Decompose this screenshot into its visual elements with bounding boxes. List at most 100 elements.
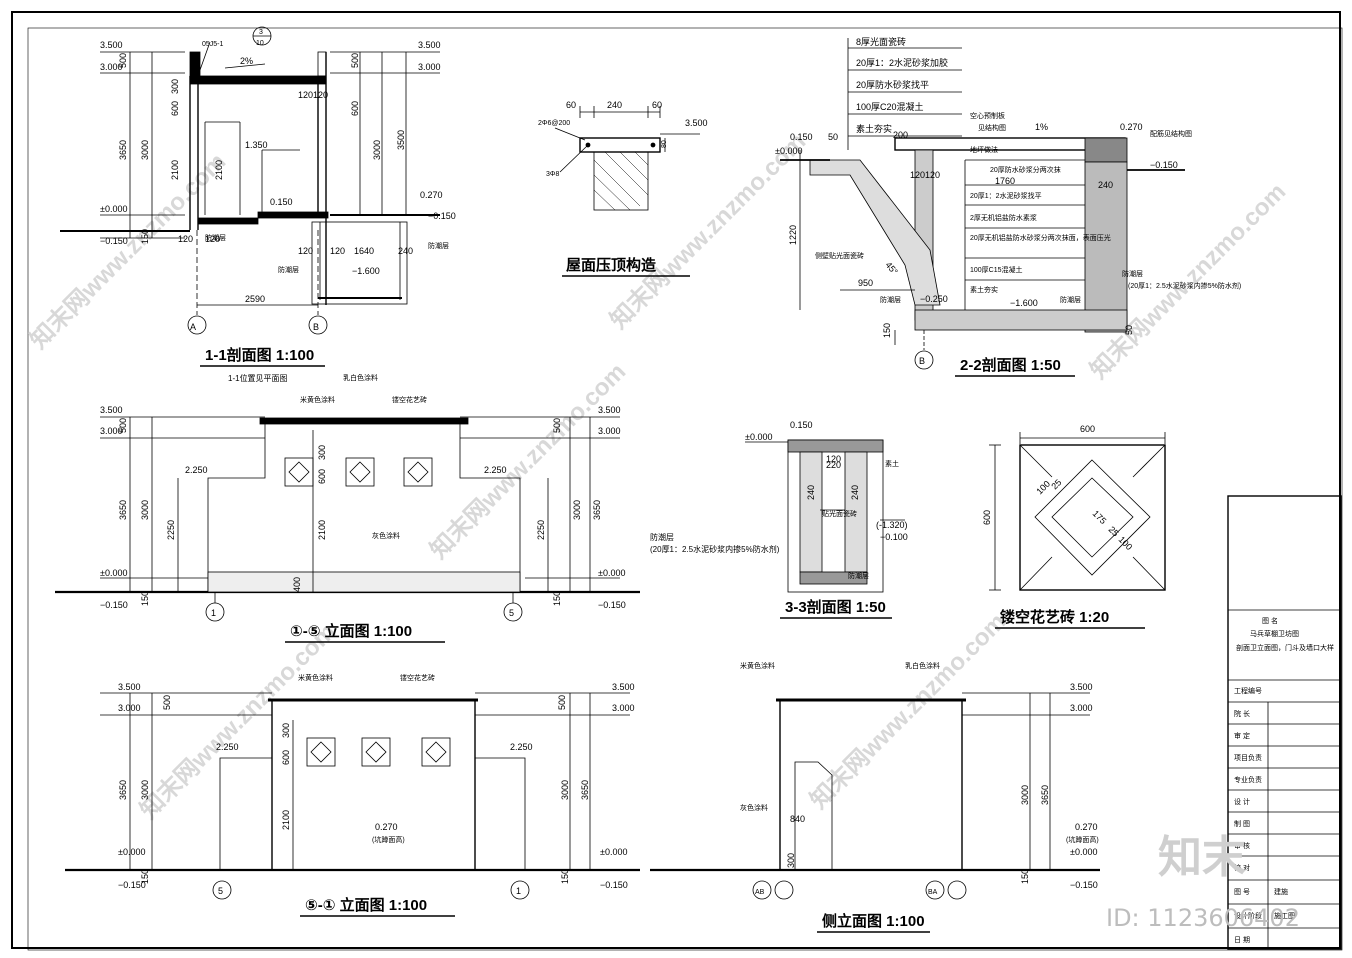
svg-text:500: 500 bbox=[162, 695, 172, 710]
svg-text:−0.150: −0.150 bbox=[100, 236, 128, 246]
svg-text:±0.000: ±0.000 bbox=[118, 847, 145, 857]
svg-text:150: 150 bbox=[552, 591, 562, 606]
svg-text:600: 600 bbox=[1080, 424, 1095, 434]
svg-text:工程编号: 工程编号 bbox=[1234, 686, 1262, 695]
svg-text:120120: 120120 bbox=[910, 170, 940, 180]
svg-text:3.000: 3.000 bbox=[100, 62, 123, 72]
elevation-1-5-labels: 3.500 3.000 2.250 ±0.000 −0.150 3.500 3.… bbox=[100, 373, 626, 643]
svg-text:50: 50 bbox=[1124, 325, 1134, 335]
svg-text:防潮层: 防潮层 bbox=[205, 233, 226, 242]
svg-text:AB: AB bbox=[755, 889, 765, 896]
svg-text:8厚光面瓷砖: 8厚光面瓷砖 bbox=[856, 36, 906, 47]
sec11-subtitle: 1-1位置见平面图 bbox=[228, 373, 288, 383]
side-elevation bbox=[650, 692, 1100, 900]
svg-text:3000: 3000 bbox=[140, 140, 150, 160]
svg-text:240: 240 bbox=[398, 246, 413, 256]
svg-text:3650: 3650 bbox=[118, 780, 128, 800]
svg-text:防潮层: 防潮层 bbox=[650, 532, 674, 542]
brick-detail bbox=[989, 432, 1166, 591]
svg-text:240: 240 bbox=[806, 485, 816, 500]
svg-text:米黄色涂料: 米黄色涂料 bbox=[740, 661, 775, 670]
svg-text:建施: 建施 bbox=[1274, 887, 1288, 896]
brick-window-row-1 bbox=[284, 457, 433, 487]
svg-text:120: 120 bbox=[205, 234, 220, 244]
svg-text:3650: 3650 bbox=[580, 780, 590, 800]
svg-text:地坪做法: 地坪做法 bbox=[970, 145, 998, 154]
svg-text:80: 80 bbox=[661, 140, 668, 148]
svg-text:2250: 2250 bbox=[536, 520, 546, 540]
svg-text:5: 5 bbox=[218, 886, 223, 896]
roof-title: 屋面压顶构造 bbox=[566, 256, 656, 274]
svg-text:2.250: 2.250 bbox=[510, 742, 533, 752]
svg-text:素土夯实: 素土夯实 bbox=[970, 285, 998, 294]
svg-text:防潮层: 防潮层 bbox=[1122, 269, 1143, 278]
svg-text:BA: BA bbox=[928, 889, 938, 896]
svg-text:2100: 2100 bbox=[214, 160, 224, 180]
svg-text:项目负责: 项目负责 bbox=[1234, 753, 1262, 762]
svg-text:10: 10 bbox=[256, 40, 264, 47]
svg-text:图 号: 图 号 bbox=[1234, 888, 1250, 896]
svg-text:1: 1 bbox=[211, 608, 216, 618]
svg-text:45°: 45° bbox=[883, 260, 900, 277]
svg-text:60: 60 bbox=[566, 100, 576, 110]
svg-text:知末网www.znzmo.com: 知末网www.znzmo.com bbox=[805, 608, 1011, 814]
svg-text:3500: 3500 bbox=[396, 130, 406, 150]
section-3-3 bbox=[745, 439, 905, 593]
svg-text:3.500: 3.500 bbox=[685, 118, 708, 128]
svg-text:防潮层: 防潮层 bbox=[1060, 295, 1081, 304]
svg-text:3: 3 bbox=[259, 29, 263, 36]
svg-text:专业负责: 专业负责 bbox=[1234, 775, 1262, 784]
svg-text:150: 150 bbox=[560, 869, 570, 884]
svg-text:空心预制板: 空心预制板 bbox=[970, 111, 1005, 120]
svg-text:防潮层: 防潮层 bbox=[848, 571, 869, 580]
svg-text:3650: 3650 bbox=[592, 500, 602, 520]
svg-text:3.500: 3.500 bbox=[612, 682, 635, 692]
svg-text:600: 600 bbox=[170, 101, 180, 116]
svg-text:3000: 3000 bbox=[1020, 785, 1030, 805]
svg-text:审 定: 审 定 bbox=[1234, 731, 1250, 740]
svg-text:B: B bbox=[919, 356, 925, 366]
svg-text:0.270: 0.270 bbox=[1075, 822, 1098, 832]
svg-text:50: 50 bbox=[828, 132, 838, 142]
svg-text:1: 1 bbox=[516, 886, 521, 896]
svg-text:2厚无机铝盐防水素浆: 2厚无机铝盐防水素浆 bbox=[970, 213, 1037, 222]
svg-text:−0.150: −0.150 bbox=[1150, 160, 1178, 170]
svg-text:−0.150: −0.150 bbox=[598, 600, 626, 610]
svg-text:−0.100: −0.100 bbox=[880, 532, 908, 542]
svg-text:3000: 3000 bbox=[140, 500, 150, 520]
svg-text:300: 300 bbox=[281, 723, 291, 738]
elev15-title: ①-⑤ 立面图 1:100 bbox=[290, 622, 412, 640]
svg-text:0.270: 0.270 bbox=[1120, 122, 1143, 132]
svg-text:制 图: 制 图 bbox=[1234, 819, 1250, 828]
svg-text:120: 120 bbox=[298, 246, 313, 256]
svg-text:240: 240 bbox=[607, 100, 622, 110]
svg-text:20厚防水砂浆找平: 20厚防水砂浆找平 bbox=[856, 79, 929, 90]
svg-text:−0.150: −0.150 bbox=[1070, 880, 1098, 890]
svg-text:±0.000: ±0.000 bbox=[745, 432, 772, 442]
svg-text:米黄色涂料: 米黄色涂料 bbox=[298, 673, 333, 682]
svg-text:3000: 3000 bbox=[372, 140, 382, 160]
title-block bbox=[1227, 495, 1342, 950]
svg-text:±0.000: ±0.000 bbox=[600, 847, 627, 857]
svg-text:乳白色涂料: 乳白色涂料 bbox=[905, 661, 940, 670]
sheet-border bbox=[11, 11, 1341, 949]
svg-text:2.250: 2.250 bbox=[484, 465, 507, 475]
svg-text:05J5-1: 05J5-1 bbox=[202, 41, 224, 48]
elevation-1-5 bbox=[55, 416, 640, 622]
svg-text:±0.000: ±0.000 bbox=[598, 568, 625, 578]
svg-text:设计阶段: 设计阶段 bbox=[1234, 911, 1262, 920]
svg-text:−0.150: −0.150 bbox=[100, 600, 128, 610]
svg-text:1760: 1760 bbox=[995, 176, 1015, 186]
svg-text:施工图: 施工图 bbox=[1274, 911, 1295, 920]
svg-text:950: 950 bbox=[858, 278, 873, 288]
svg-text:2100: 2100 bbox=[317, 520, 327, 540]
svg-text:2250: 2250 bbox=[166, 520, 176, 540]
section-2-2-labels: 8厚光面瓷砖 20厚1：2水泥砂浆加胶 20厚防水砂浆找平 100厚C20混凝土… bbox=[775, 36, 1241, 377]
svg-text:0.270: 0.270 bbox=[375, 822, 398, 832]
svg-text:3650: 3650 bbox=[118, 500, 128, 520]
svg-text:100厚C20混凝土: 100厚C20混凝土 bbox=[856, 101, 924, 112]
svg-text:±0.000: ±0.000 bbox=[775, 146, 802, 156]
svg-text:3.000: 3.000 bbox=[612, 703, 635, 713]
svg-text:500: 500 bbox=[350, 53, 360, 68]
svg-text:3.500: 3.500 bbox=[100, 40, 123, 50]
